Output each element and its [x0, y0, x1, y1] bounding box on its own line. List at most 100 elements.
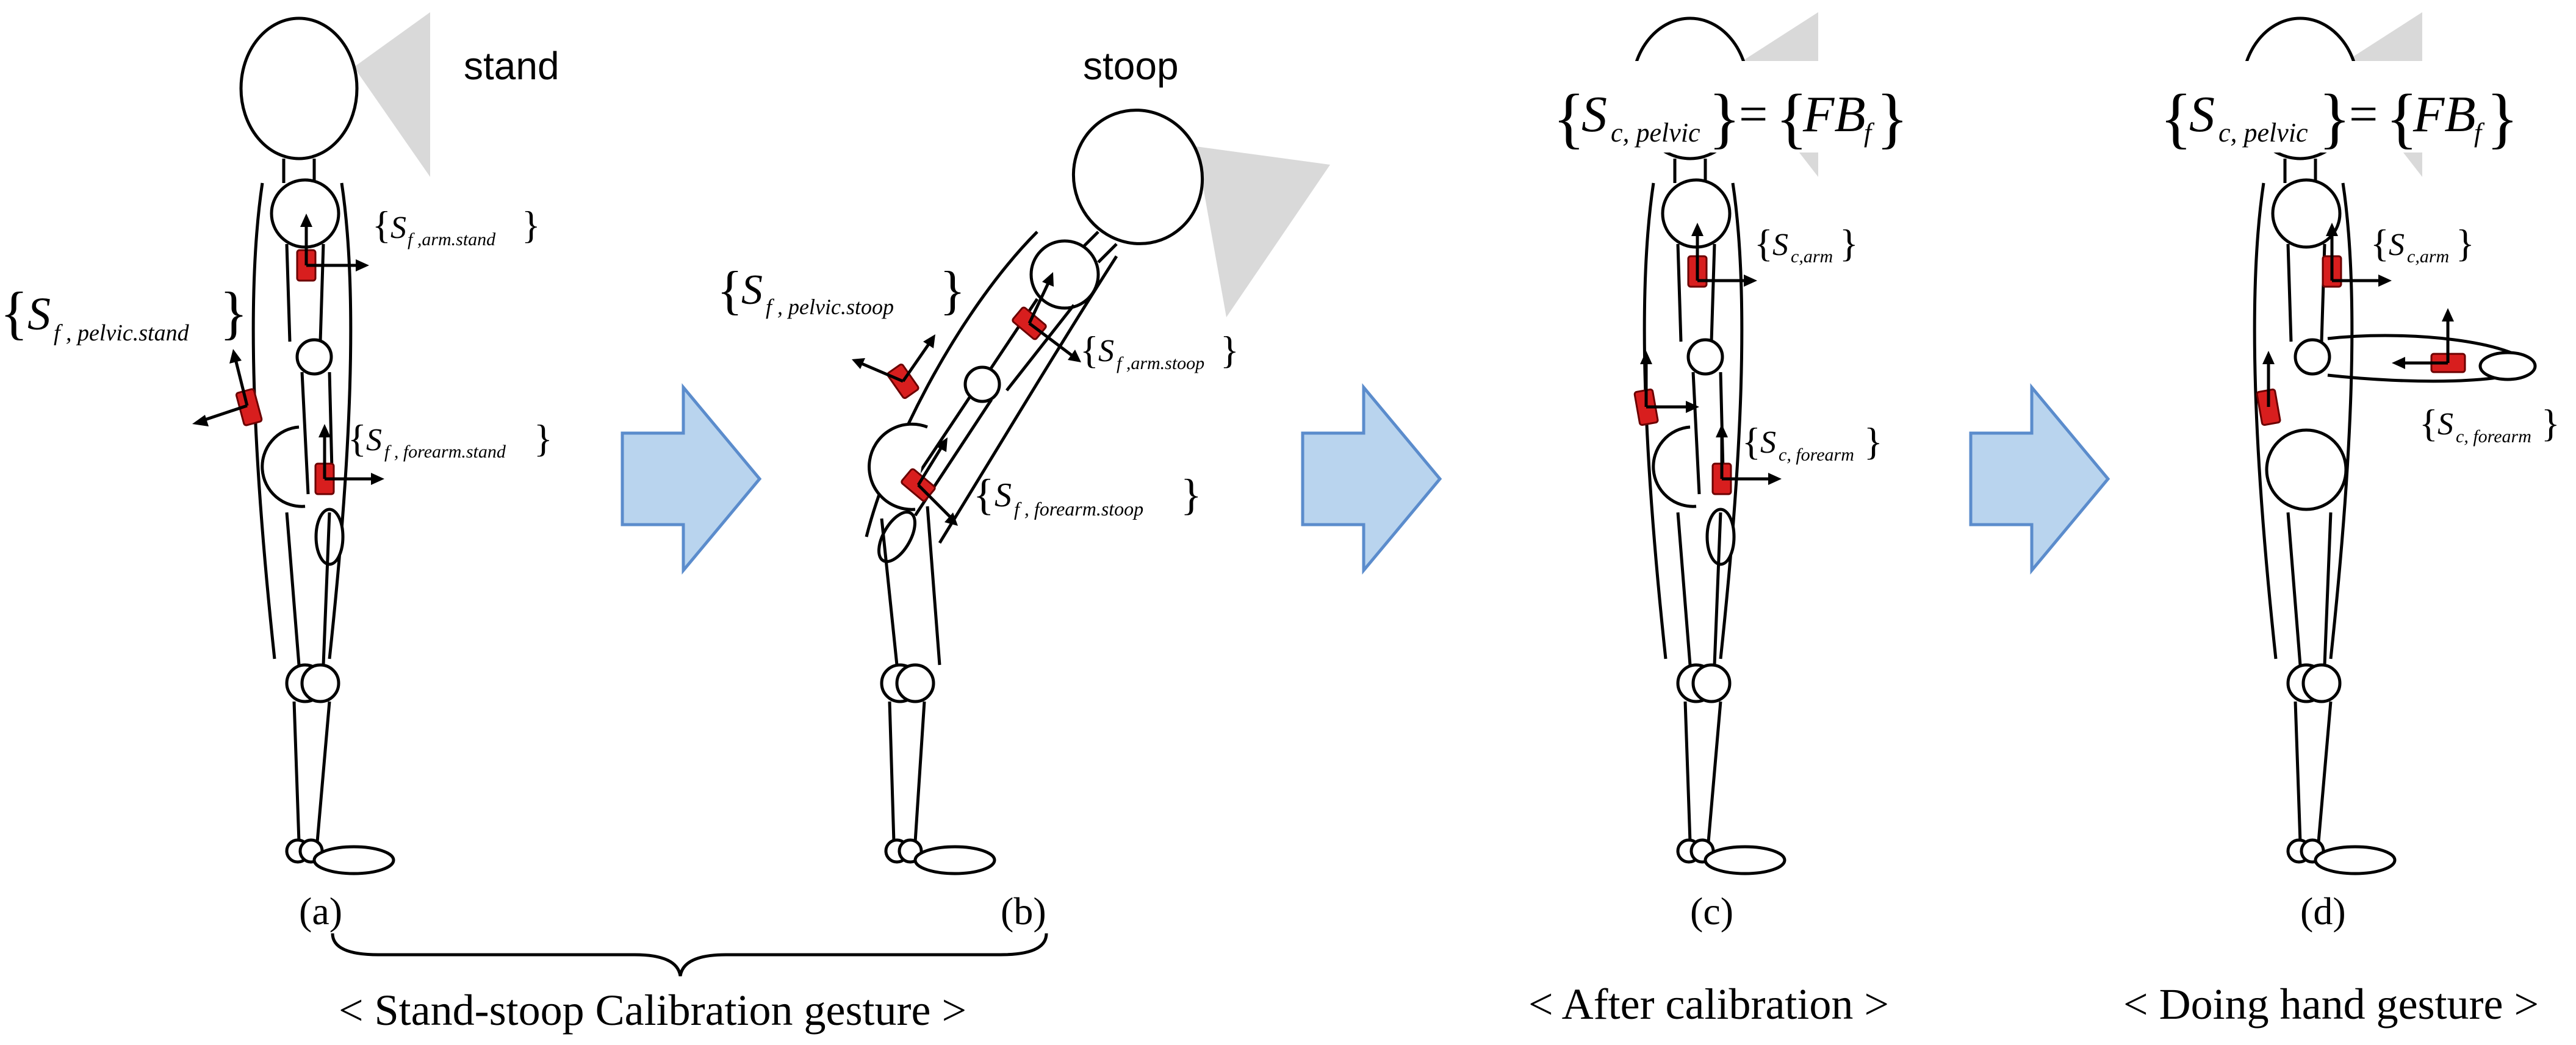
sensor-arm: [1012, 272, 1081, 362]
close-brace-right: }: [1876, 81, 1909, 155]
equation-backdrop: [1553, 61, 1891, 153]
sensor-arm: [2322, 223, 2392, 288]
arrowhead-up: [2262, 351, 2275, 364]
thigh: [880, 506, 941, 666]
frame-main: S: [2437, 407, 2453, 442]
arrowhead-up: [1716, 424, 1728, 437]
foot: [2314, 845, 2397, 875]
frame-subscript: f , pelvic.stoop: [766, 295, 894, 319]
equation-backdrop: [2160, 61, 2514, 153]
frame-equation-d: { S c, pelvic } = { FB f }: [2160, 61, 2519, 155]
posture-label-stand: stand: [464, 44, 559, 88]
view-cone: [1196, 146, 1330, 317]
arrowhead-right: [2378, 275, 2392, 287]
elbow-joint: [295, 338, 333, 376]
elbow-joint: [963, 365, 1001, 403]
frame-main: S: [27, 289, 51, 340]
arrowhead-up: [229, 349, 242, 364]
open-brace-right: {: [2386, 81, 2418, 155]
close-brace: }: [220, 280, 248, 345]
shoulder-joint: [2271, 178, 2342, 249]
upper-arm: [2286, 243, 2326, 342]
flow-arrow-3: [1969, 383, 2110, 575]
arrowhead-up: [2326, 223, 2338, 236]
frame-main: S: [2389, 228, 2405, 262]
panel-id-a: (a): [299, 889, 342, 933]
arrowhead-right: [1768, 473, 1782, 485]
equals-sign: =: [2349, 86, 2378, 143]
open-brace: {: [973, 470, 995, 519]
frame-label-a-pelvic: { S f , pelvic.stand }: [0, 280, 248, 346]
close-brace: }: [1864, 420, 1883, 463]
frame-label-b-arm: { S f ,arm.stoop }: [1080, 328, 1239, 373]
frame-subscript: f , forearm.stoop: [1014, 498, 1143, 520]
frame-main-right: FB: [1802, 86, 1866, 143]
open-brace: {: [348, 417, 367, 460]
open-brace: {: [372, 203, 391, 246]
frame-subscript: f , pelvic.stand: [54, 320, 190, 346]
sensor-forearm: [314, 424, 384, 495]
close-brace: }: [534, 417, 553, 460]
axis-right: [917, 484, 953, 520]
close-brace: }: [2541, 401, 2560, 445]
sensor-pelvic: [2256, 351, 2281, 426]
open-brace: {: [2370, 221, 2389, 265]
open-brace: {: [1553, 81, 1585, 155]
open-brace: {: [1742, 420, 1761, 463]
frame-subscript: c, pelvic: [2218, 118, 2308, 148]
frame-subscript: f , forearm.stand: [384, 442, 506, 462]
axis-left: [201, 404, 248, 423]
neck: [2283, 159, 2317, 183]
sensor-forearm: [2392, 308, 2466, 373]
panel-id-d: (d): [2300, 889, 2346, 933]
knee-joint-rear: [300, 663, 340, 703]
open-brace: {: [2160, 81, 2192, 155]
axis-left: [860, 361, 904, 383]
neck: [282, 159, 316, 183]
arrowhead-right: [1744, 275, 1757, 287]
torso-outline: [1642, 182, 1744, 659]
frame-label-d-arm: { S c,arm }: [2370, 221, 2475, 267]
frame-label-c-arm: { S c,arm }: [1754, 221, 1858, 267]
foot: [312, 845, 395, 875]
frame-subscript: f ,arm.stand: [408, 229, 496, 250]
frame-main: S: [1581, 86, 1607, 143]
thigh: [285, 512, 331, 666]
view-cone: [354, 12, 430, 177]
frame-subscript: c, forearm: [1779, 445, 1854, 465]
arrowhead-left: [2392, 357, 2405, 369]
shin: [2294, 701, 2333, 842]
arrowhead-up: [318, 424, 331, 437]
close-brace: }: [522, 203, 541, 246]
sensor-arm: [296, 214, 369, 282]
shin: [292, 701, 331, 842]
sensor-pelvic: [852, 334, 935, 400]
knee-joint-rear: [1691, 663, 1732, 703]
head: [1071, 109, 1204, 245]
knee-joint-rear: [2301, 663, 2342, 703]
axis-up: [901, 340, 932, 382]
shin: [1683, 701, 1722, 842]
frame-subscript: c, pelvic: [1611, 118, 1700, 148]
axis-up: [233, 356, 249, 406]
arrowhead-right: [1068, 350, 1081, 362]
arrowhead-up: [1640, 351, 1652, 364]
hip-joint: [1652, 425, 1697, 508]
open-brace: {: [717, 261, 743, 320]
frame-main-right: FB: [2412, 86, 2476, 143]
frame-label-d-forearm: { S c, forearm }: [2419, 401, 2560, 447]
posture-label-stoop: stoop: [1083, 44, 1179, 88]
frame-subscript: c,arm: [1791, 246, 1833, 267]
caption-calibration-gesture: < Stand-stoop Calibration gesture >: [339, 986, 966, 1035]
frame-main: S: [1772, 228, 1788, 262]
shoulder-joint: [1029, 239, 1100, 310]
frame-label-c-forearm: { S c, forearm }: [1742, 420, 1883, 465]
foot: [913, 845, 996, 875]
hand: [2478, 351, 2537, 381]
open-brace-right: {: [1775, 81, 1808, 155]
frame-main: S: [2189, 86, 2215, 143]
frame-label-a-forearm: { S f , forearm.stand }: [348, 417, 553, 462]
frame-main: S: [741, 267, 763, 314]
close-brace: }: [1708, 81, 1741, 155]
frame-label-b-pelvic: { S f , pelvic.stoop }: [717, 261, 965, 320]
